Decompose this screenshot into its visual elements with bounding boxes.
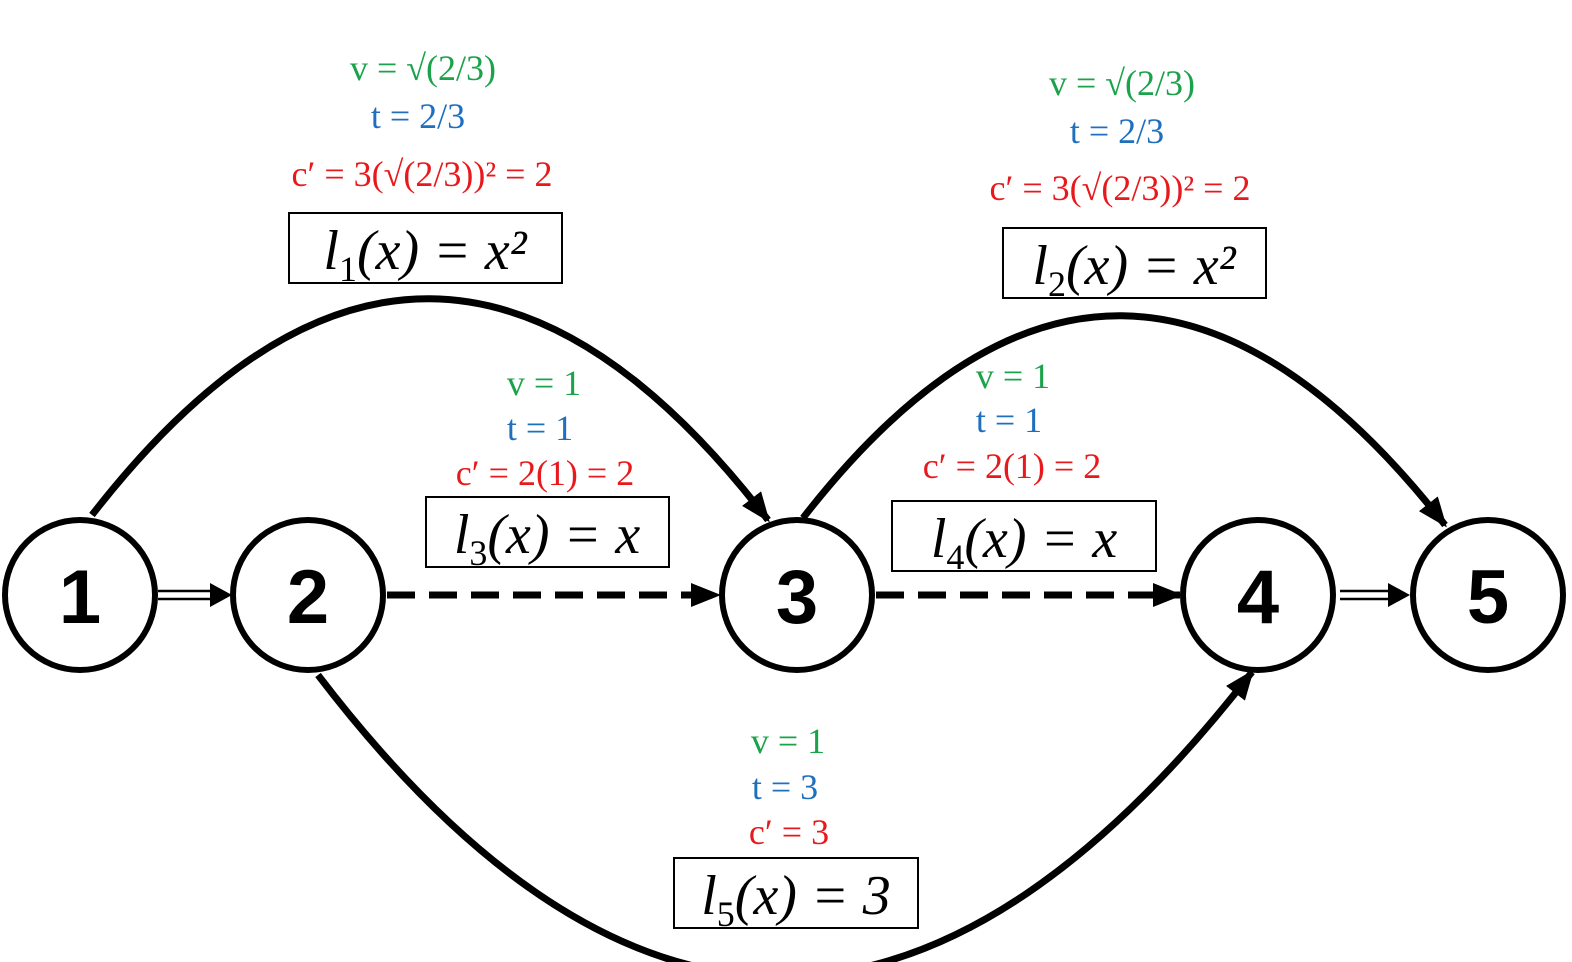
label-l3: v = 1 t = 1 c′ = 2(1) = 2 l3(x) = x xyxy=(425,363,670,573)
node-2: 2 xyxy=(230,517,386,673)
node-3: 3 xyxy=(719,517,875,673)
svg-text:2: 2 xyxy=(287,555,329,640)
label-l2: v = √(2/3) t = 2/3 c′ = 3(√(2/3))² = 2 l… xyxy=(990,63,1267,304)
label-l4: v = 1 t = 1 c′ = 2(1) = 2 l4(x) = x xyxy=(891,356,1157,577)
edge-l5 xyxy=(315,669,1255,962)
l2-function: l2(x) = x² xyxy=(1032,235,1236,304)
l3-c: c′ = 2(1) = 2 xyxy=(456,453,634,493)
label-l1: v = √(2/3) t = 2/3 c′ = 3(√(2/3))² = 2 l… xyxy=(288,48,563,289)
node-4: 4 xyxy=(1180,517,1336,673)
l1-function: l1(x) = x² xyxy=(323,220,527,289)
edge-4-5 xyxy=(1340,583,1410,607)
l5-c: c′ = 3 xyxy=(749,812,829,852)
l5-function: l5(x) = 3 xyxy=(701,865,891,934)
l1-v: v = √(2/3) xyxy=(350,48,496,88)
node-1: 1 xyxy=(2,517,158,673)
edge-l1 xyxy=(89,295,771,523)
svg-text:5: 5 xyxy=(1467,555,1509,640)
node-5: 5 xyxy=(1410,517,1566,673)
l5-t: t = 3 xyxy=(752,767,818,807)
l4-v: v = 1 xyxy=(976,356,1050,396)
l2-t: t = 2/3 xyxy=(1070,111,1164,151)
edge-1-2 xyxy=(158,583,232,607)
l2-v: v = √(2/3) xyxy=(1049,63,1195,103)
edge-l2 xyxy=(800,312,1448,528)
l4-t: t = 1 xyxy=(976,400,1042,440)
label-l5: v = 1 t = 3 c′ = 3 l5(x) = 3 xyxy=(673,721,919,934)
l3-t: t = 1 xyxy=(507,408,573,448)
svg-text:3: 3 xyxy=(776,555,818,640)
l1-t: t = 2/3 xyxy=(371,96,465,136)
l4-function: l4(x) = x xyxy=(931,508,1118,577)
l3-v: v = 1 xyxy=(507,363,581,403)
svg-text:1: 1 xyxy=(59,555,101,640)
l2-c: c′ = 3(√(2/3))² = 2 xyxy=(990,168,1251,208)
svg-text:4: 4 xyxy=(1237,555,1279,640)
l1-c: c′ = 3(√(2/3))² = 2 xyxy=(292,154,553,194)
l5-v: v = 1 xyxy=(751,721,825,761)
l4-c: c′ = 2(1) = 2 xyxy=(923,446,1101,486)
l3-function: l3(x) = x xyxy=(454,504,641,573)
